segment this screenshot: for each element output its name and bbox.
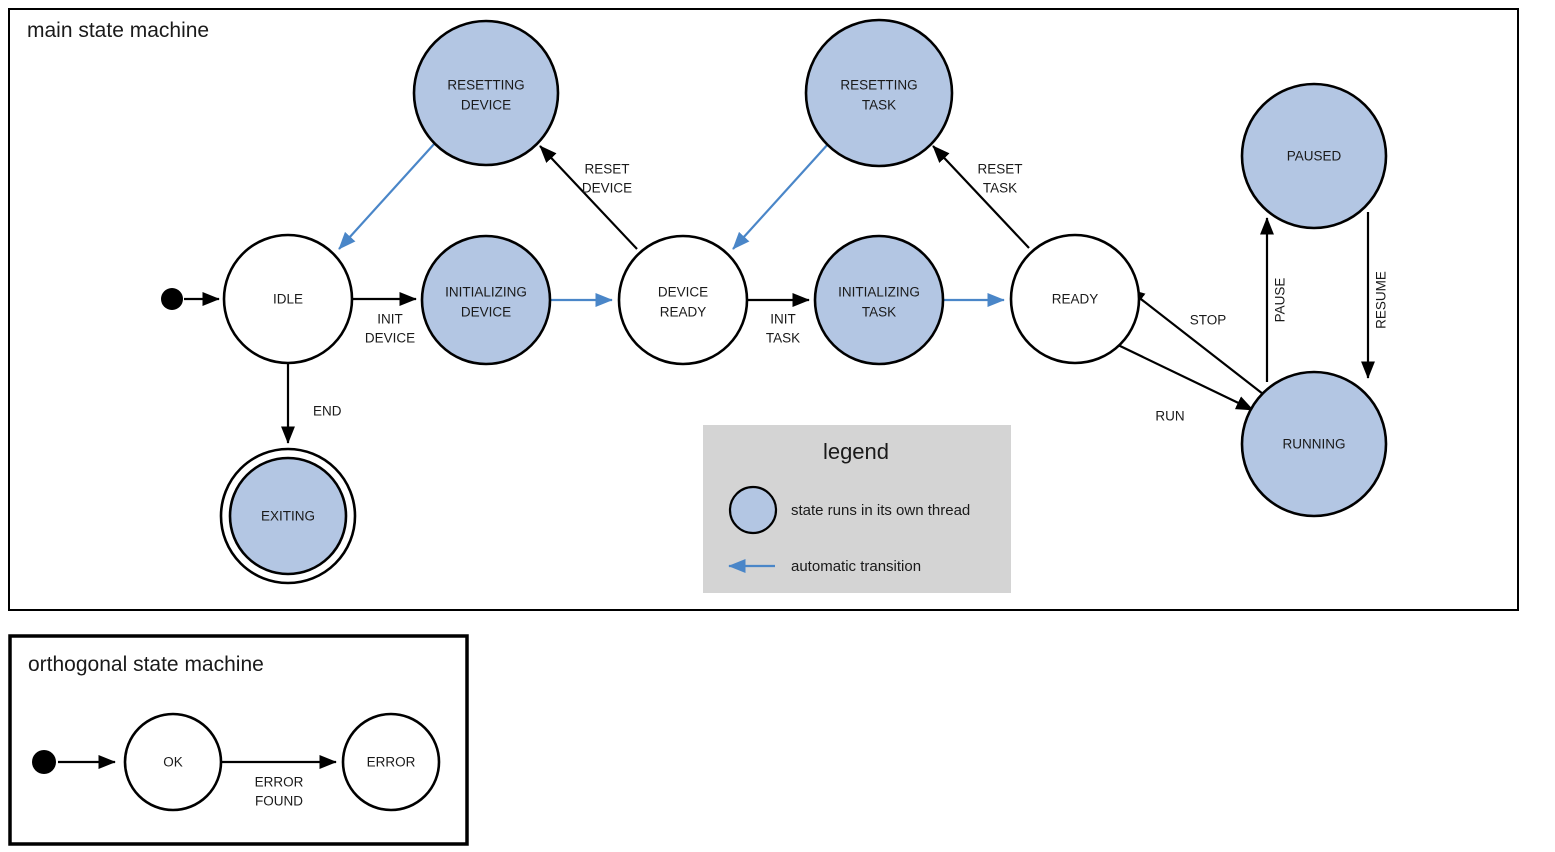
edge-running-to-ready xyxy=(1127,288,1264,395)
state-label-running: RUNNING xyxy=(1283,437,1346,452)
edge-label-resume: RESUME xyxy=(1374,271,1389,329)
state-label-paused: PAUSED xyxy=(1287,149,1342,164)
edge-label-reset-device-line2: DEVICE xyxy=(582,181,632,196)
state-initializing-task[interactable] xyxy=(813,234,945,366)
state-label-resetting-task-line2: TASK xyxy=(862,98,896,113)
edge-label-stop: STOP xyxy=(1190,313,1227,328)
edge-resetting-task-to-device-ready xyxy=(732,142,830,250)
state-ok[interactable] xyxy=(123,712,223,812)
state-label-idle: IDLE xyxy=(273,292,303,307)
edge-label-pause: PAUSE xyxy=(1273,278,1288,323)
edge-label-reset-device-line1: RESET xyxy=(584,162,629,177)
state-exiting-outer-ring xyxy=(219,447,357,585)
edge-label-run: RUN xyxy=(1155,409,1184,424)
state-resetting-task[interactable] xyxy=(804,18,954,168)
edge-label-reset-task-line1: RESET xyxy=(977,162,1022,177)
edge-device-ready-to-resetting-device xyxy=(539,145,638,250)
state-label-resetting-device-line1: RESETTING xyxy=(447,78,524,93)
orthogonal-state-machine-title: orthogonal state machine xyxy=(28,653,264,676)
state-label-ready: READY xyxy=(1052,292,1099,307)
orthogonal-initial-state-marker xyxy=(32,750,56,774)
state-paused[interactable] xyxy=(1240,82,1388,230)
state-label-exiting: EXITING xyxy=(261,509,315,524)
state-label-initializing-device-line1: INITIALIZING xyxy=(445,285,527,300)
edge-label-init-task-line1: INIT xyxy=(770,312,796,327)
edge-label-error-found-line1: ERROR xyxy=(255,775,304,790)
state-error[interactable] xyxy=(341,712,441,812)
state-label-initializing-task-line1: INITIALIZING xyxy=(838,285,920,300)
legend-auto-transition-label: automatic transition xyxy=(791,558,921,575)
state-exiting[interactable] xyxy=(228,456,348,576)
state-label-error: ERROR xyxy=(367,755,416,770)
edge-label-error-found-line2: FOUND xyxy=(255,794,303,809)
state-label-initializing-task-line2: TASK xyxy=(862,305,896,320)
edge-label-init-task-line2: TASK xyxy=(766,331,800,346)
state-initializing-device[interactable] xyxy=(420,234,552,366)
main-state-machine-title: main state machine xyxy=(27,19,209,42)
legend-thread-state-swatch xyxy=(728,485,778,535)
edge-label-end: END xyxy=(313,404,342,419)
initial-state-marker xyxy=(161,288,183,310)
state-device-ready[interactable] xyxy=(617,234,749,366)
state-label-initializing-device-line2: DEVICE xyxy=(461,305,511,320)
edge-resetting-device-to-idle xyxy=(338,142,436,250)
state-label-resetting-task-line1: RESETTING xyxy=(840,78,917,93)
state-idle[interactable] xyxy=(222,233,354,365)
state-resetting-device[interactable] xyxy=(412,19,560,167)
edge-label-init-device-line2: DEVICE xyxy=(365,331,415,346)
legend-title: legend xyxy=(823,439,889,464)
state-ready[interactable] xyxy=(1009,233,1141,365)
edge-ready-to-resetting-task xyxy=(932,145,1030,249)
state-label-ok: OK xyxy=(163,755,183,770)
state-label-device-ready-line1: DEVICE xyxy=(658,285,708,300)
legend-thread-state-label: state runs in its own thread xyxy=(791,502,970,519)
edge-label-init-device-line1: INIT xyxy=(377,312,403,327)
state-label-resetting-device-line2: DEVICE xyxy=(461,98,511,113)
edge-ready-to-running xyxy=(1117,344,1254,411)
state-label-device-ready-line2: READY xyxy=(660,305,707,320)
state-running[interactable] xyxy=(1240,370,1388,518)
edge-label-reset-task-line2: TASK xyxy=(983,181,1017,196)
